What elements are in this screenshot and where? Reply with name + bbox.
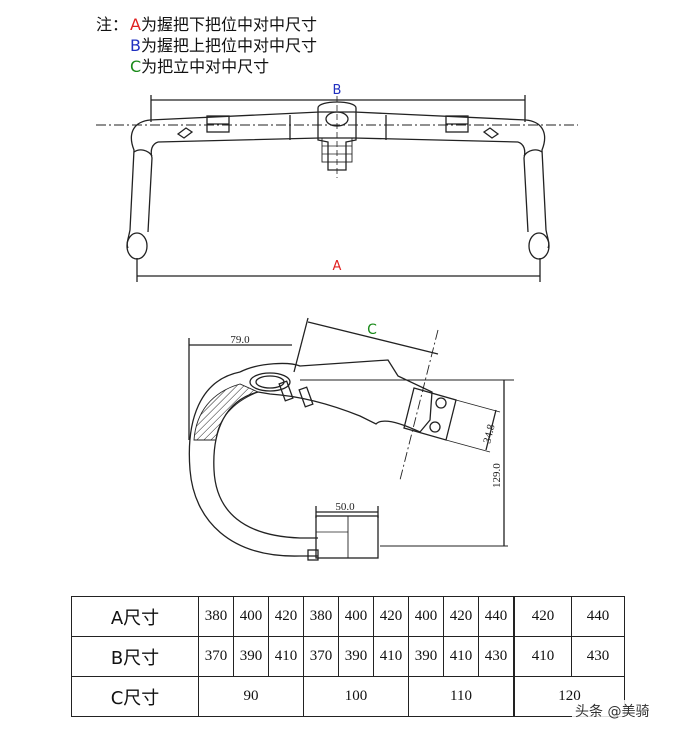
table-cell: 370 bbox=[198, 636, 234, 677]
table-cell: 380 bbox=[303, 596, 339, 637]
drop-inner-curve bbox=[213, 391, 318, 539]
table-cell: 390 bbox=[338, 636, 374, 677]
watermark: 头条 @美骑 bbox=[572, 700, 653, 722]
table-cell: 440 bbox=[478, 596, 515, 637]
right-drop-inner bbox=[517, 141, 529, 233]
row-header-b: B尺寸 bbox=[71, 636, 199, 677]
note-a: 注：A为握把下把位中对中尺寸 bbox=[96, 14, 317, 35]
table-row-b: B尺寸 370 390 410 370 390 410 390 410 430 … bbox=[71, 636, 625, 677]
handlebar-drawing: B A bbox=[96, 83, 578, 561]
table-cell: 400 bbox=[338, 596, 374, 637]
table-cell: 390 bbox=[233, 636, 269, 677]
stem-body bbox=[239, 359, 433, 433]
hatched-section bbox=[193, 383, 260, 441]
note-c-text: 为把立中对中尺寸 bbox=[141, 57, 270, 76]
table-cell: 410 bbox=[513, 636, 572, 677]
left-shoulder-line bbox=[133, 149, 153, 157]
left-bar-end bbox=[126, 232, 148, 260]
table-cell: 400 bbox=[408, 596, 444, 637]
table-cell: 430 bbox=[571, 636, 625, 677]
table-cell: 410 bbox=[373, 636, 409, 677]
bar-bottom-edge bbox=[157, 137, 519, 143]
right-bar-end bbox=[528, 232, 550, 260]
dim-stem-line bbox=[485, 409, 497, 451]
table-cell: 90 bbox=[198, 676, 304, 717]
right-drop-outer bbox=[525, 119, 550, 249]
size-table: A尺寸 380 400 420 380 400 420 400 420 440 … bbox=[71, 596, 625, 717]
legend-notes: 注：A为握把下把位中对中尺寸 B为握把上把位中对中尺寸 C为把立中对中尺寸 bbox=[96, 14, 317, 77]
bar-clamp-section bbox=[249, 372, 291, 392]
table-cell: 390 bbox=[408, 636, 444, 677]
table-cell: 420 bbox=[513, 596, 572, 637]
table-row-a: A尺寸 380 400 420 380 400 420 400 420 440 … bbox=[71, 596, 625, 637]
left-drop-inner bbox=[147, 141, 159, 233]
left-drop-outer bbox=[126, 119, 151, 249]
table-cell: 440 bbox=[571, 596, 625, 637]
table-cell: 110 bbox=[408, 676, 515, 717]
table-cell: 420 bbox=[373, 596, 409, 637]
label-a: A bbox=[333, 259, 342, 274]
table-cell: 400 bbox=[233, 596, 269, 637]
note-b-letter: B bbox=[130, 36, 141, 55]
table-cell: 410 bbox=[443, 636, 479, 677]
note-b: B为握把上把位中对中尺寸 bbox=[96, 35, 317, 56]
dim-drop-label: 129.0 bbox=[491, 463, 503, 488]
right-shoulder-line bbox=[523, 149, 543, 157]
dim-c-line bbox=[307, 321, 439, 355]
table-cell: 430 bbox=[478, 636, 515, 677]
bar-end-clamp bbox=[315, 515, 379, 559]
top-view bbox=[96, 95, 578, 282]
steerer-axis bbox=[399, 329, 439, 481]
stem-top-view bbox=[317, 101, 357, 171]
table-cell: 410 bbox=[268, 636, 304, 677]
note-prefix: 注： bbox=[96, 15, 129, 34]
row-header-c: C尺寸 bbox=[71, 676, 199, 717]
table-cell: 380 bbox=[198, 596, 234, 637]
right-cable-port bbox=[482, 127, 500, 139]
drop-outer-curve bbox=[188, 371, 318, 557]
table-cell: 100 bbox=[303, 676, 409, 717]
note-c: C为把立中对中尺寸 bbox=[96, 56, 317, 77]
dim-reach-label: 79.0 bbox=[230, 334, 250, 346]
table-cell: 370 bbox=[303, 636, 339, 677]
clamp-bolt-2 bbox=[429, 421, 441, 433]
table-row-c: C尺寸 90 100 110 120 bbox=[71, 676, 625, 717]
table-cell: 420 bbox=[268, 596, 304, 637]
row-header-a: A尺寸 bbox=[71, 596, 199, 637]
table-cell: 420 bbox=[443, 596, 479, 637]
note-c-letter: C bbox=[130, 57, 142, 76]
note-a-letter: A bbox=[130, 15, 141, 34]
dim-clamp-label: 50.0 bbox=[335, 501, 355, 513]
label-b: B bbox=[333, 83, 342, 98]
side-view bbox=[188, 317, 514, 561]
note-b-text: 为握把上把位中对中尺寸 bbox=[140, 36, 317, 55]
dim-stem-label: 34.8 bbox=[481, 423, 497, 445]
label-c: C bbox=[367, 322, 377, 338]
left-cable-port bbox=[176, 127, 194, 139]
note-a-text: 为握把下把位中对中尺寸 bbox=[140, 15, 317, 34]
clamp-bolt-1 bbox=[435, 397, 447, 409]
